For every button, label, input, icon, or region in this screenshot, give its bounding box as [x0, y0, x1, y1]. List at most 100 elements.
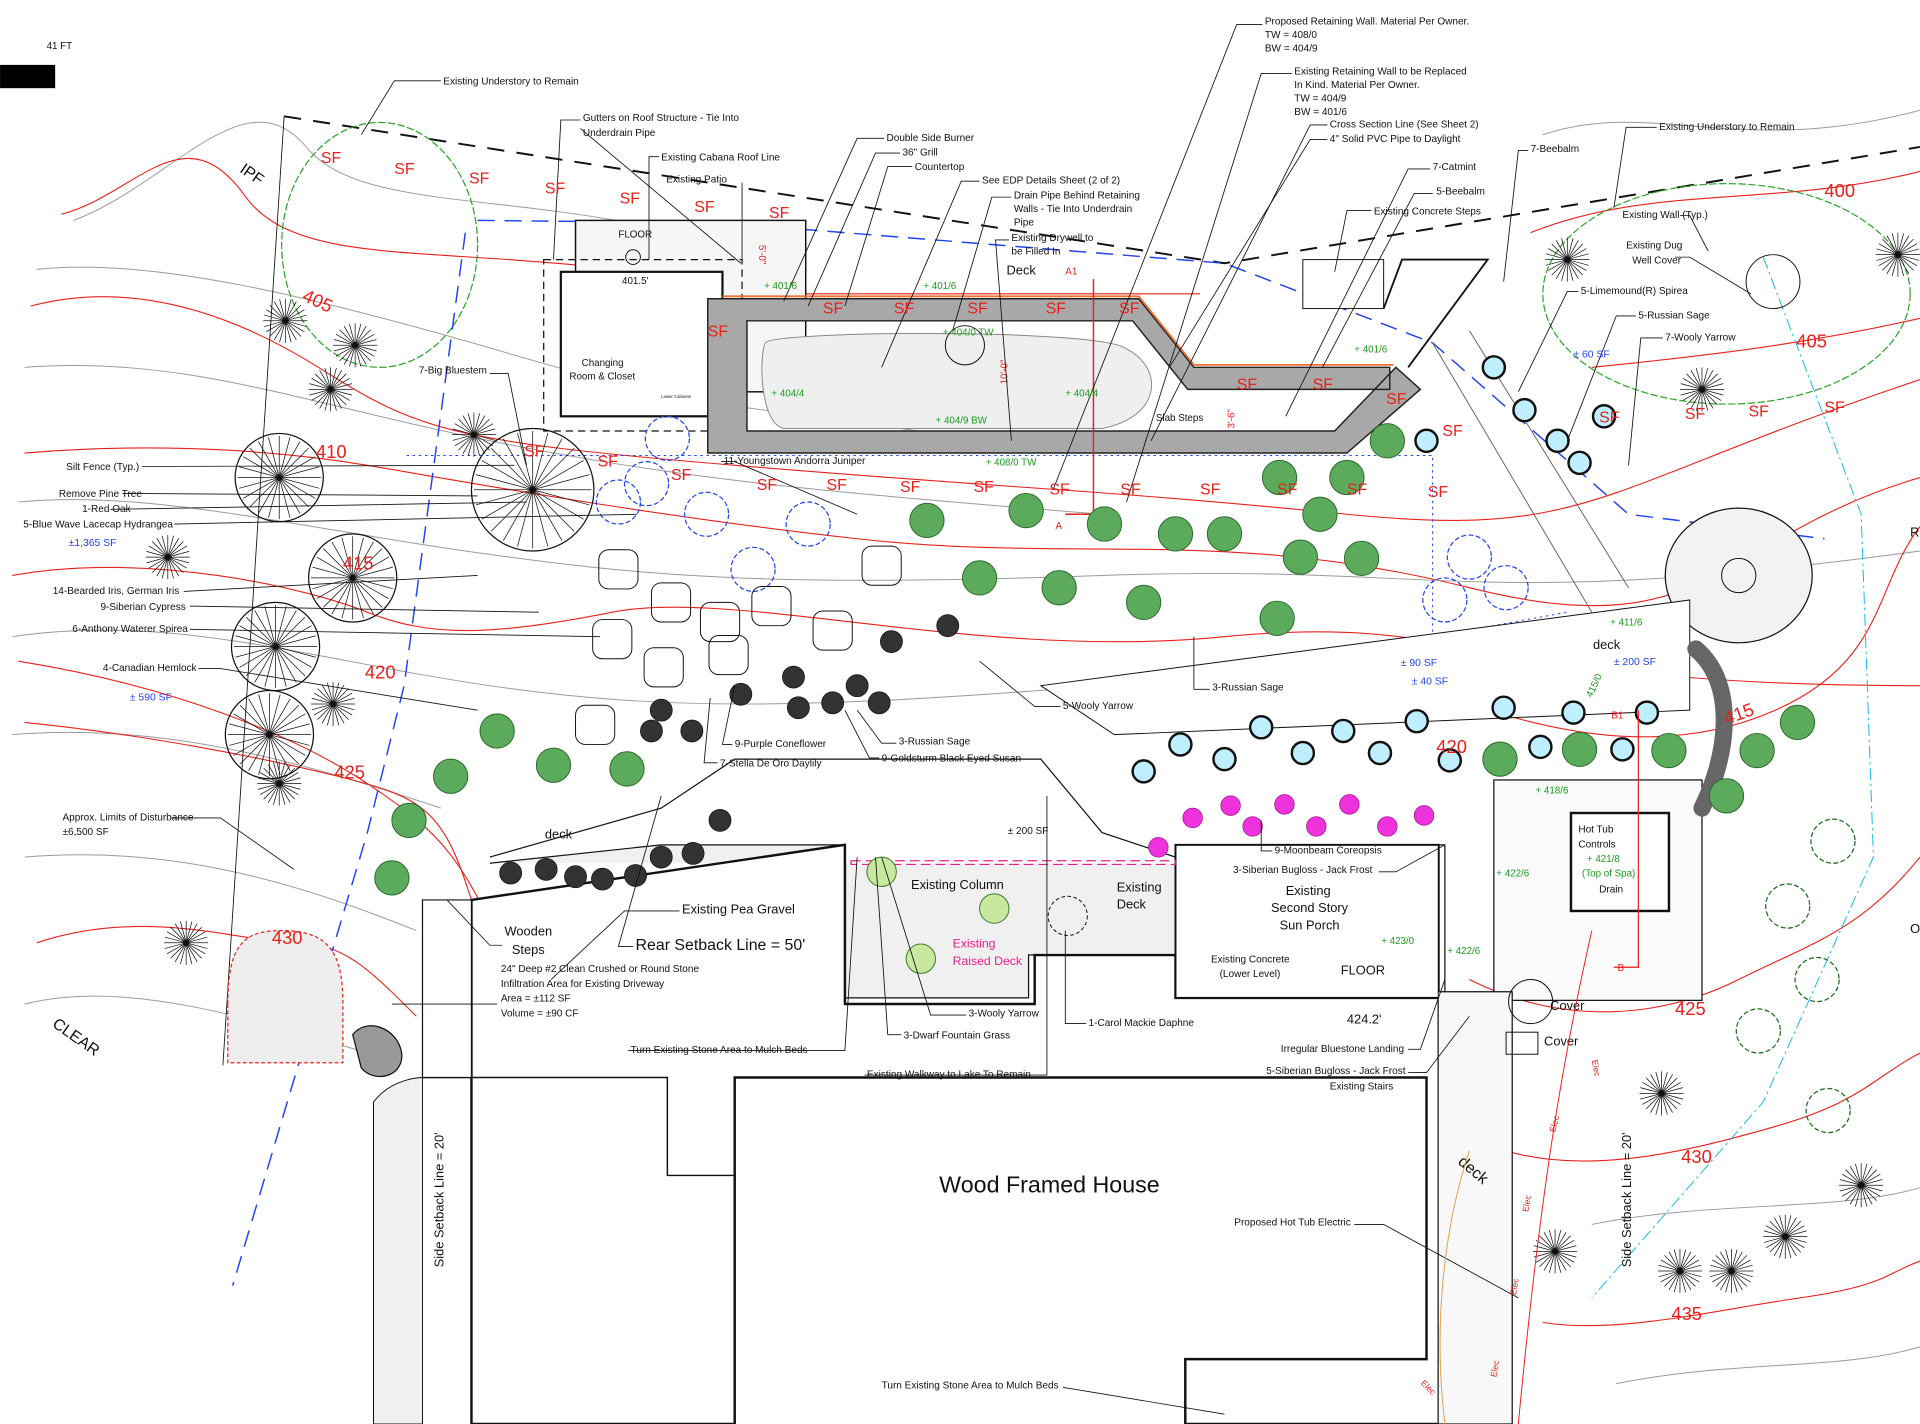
infiltration-note-2: Infiltration Area for Existing Driveway	[501, 979, 664, 990]
perennial-icon	[1404, 708, 1429, 734]
tree-canopy-icon	[311, 536, 395, 620]
area-label: ± 590 SF	[130, 692, 172, 703]
shrub-icon	[1708, 778, 1745, 814]
coneflower-icon	[591, 867, 614, 891]
shrub-icon	[1329, 459, 1365, 496]
ornamental-grass-icon	[1679, 367, 1725, 412]
spot-grade: + 401/6	[1354, 345, 1387, 356]
callout-exist-wall-2: In Kind. Material Per Owner.	[1294, 80, 1419, 91]
callout-prop-wall-1: Proposed Retaining Wall. Material Per Ow…	[1265, 16, 1469, 27]
shrub-icon	[1651, 732, 1687, 769]
cover-label-1: Cover	[1550, 998, 1585, 1013]
sun-porch-label-3: Sun Porch	[1280, 917, 1340, 932]
perennial-icon	[1545, 428, 1570, 454]
callout-prop-wall-2: TW = 408/0	[1265, 30, 1318, 41]
perennial-icon	[1591, 404, 1617, 429]
elec-label: Elec	[1590, 1059, 1603, 1078]
coneflower-icon	[649, 698, 673, 722]
cabana-floor-elevation: 401.5'	[622, 276, 648, 287]
shrub-icon	[1086, 506, 1123, 542]
existing-stairs	[1438, 991, 1513, 1424]
silt-fence-mark: SF	[708, 324, 729, 341]
coneflower-icon	[821, 691, 845, 715]
existing-column-label: Existing Column	[911, 877, 1004, 892]
contour-label-420-east: 420	[1436, 736, 1467, 757]
silt-fence-mark: SF	[1386, 391, 1407, 408]
edge-label-r: R	[1910, 524, 1919, 539]
silt-fence-mark: SF	[900, 479, 921, 496]
callout-wooly-yarrow-7: 7-Wooly Yarrow	[1665, 332, 1736, 343]
spot-grade: + 411/6	[1610, 618, 1643, 629]
shrub-icon	[1779, 704, 1816, 741]
hot-tub-label-1: Hot Tub	[1578, 825, 1614, 836]
daylily-icon	[643, 647, 684, 688]
spot-grade: + 404/4	[771, 389, 804, 400]
callout-bugloss-3: 3-Siberian Bugloss - Jack Frost	[1233, 865, 1373, 876]
coneflower-icon	[708, 808, 732, 832]
hot-tub-label-4: (Top of Spa)	[1582, 869, 1635, 880]
callout-cabana-roof: Existing Cabana Roof Line	[661, 152, 780, 163]
floor-elevation: 424.2'	[1347, 1012, 1382, 1027]
contour-label-405-east: 405	[1796, 331, 1827, 352]
callout-catmint: 7-Catmint	[1433, 162, 1477, 173]
shrub-icon	[1126, 584, 1162, 621]
silt-fence-mark: SF	[769, 205, 790, 222]
shrub-icon	[1282, 539, 1319, 575]
contour-label-420-west: 420	[365, 661, 396, 682]
edge-label-o: O	[1910, 921, 1920, 936]
fountain-grass-icon	[866, 856, 897, 887]
callout-wooly-yarrow-5: 5-Wooly Yarrow	[1063, 701, 1134, 712]
daylily-icon	[751, 586, 792, 627]
coneflower-icon	[680, 719, 704, 743]
callout-grill: 36" Grill	[902, 148, 937, 159]
limit-of-disturbance-west	[231, 232, 467, 1286]
callout-exist-wall-3: TW = 404/9	[1294, 94, 1347, 105]
scale-bar	[0, 64, 56, 89]
shrub-icon	[1041, 570, 1077, 606]
ornamental-grass-icon	[1839, 1163, 1884, 1208]
coreopsis-icon	[1377, 816, 1398, 837]
ornamental-grass-icon	[1709, 1248, 1754, 1293]
coneflower-icon	[640, 719, 663, 743]
spot-grade: + 422/6	[1496, 869, 1529, 880]
daylily-icon	[598, 549, 639, 590]
coreopsis-icon	[1339, 794, 1360, 815]
shrub-icon	[433, 758, 469, 794]
callout-hot-tub-electric: Proposed Hot Tub Electric	[1234, 1218, 1351, 1229]
callout-concrete-steps: Existing Concrete Steps	[1374, 206, 1481, 217]
callout-bluestone: Irregular Bluestone Landing	[1281, 1044, 1404, 1055]
tree-canopy-icon	[224, 689, 315, 780]
hydrangea-icon	[1483, 565, 1529, 611]
callout-coreopsis: 9-Moonbeam Coreopsis	[1275, 845, 1382, 856]
deck-stairs	[1039, 599, 1691, 736]
deck-label-right: deck	[1593, 637, 1621, 652]
callout-russian-sage-5: 5-Russian Sage	[1638, 310, 1710, 321]
callout-anthony-spirea: 6-Anthony Waterer Spirea	[72, 624, 188, 635]
silt-fence-mark: SF	[694, 199, 715, 216]
perennial-icon	[1290, 740, 1316, 766]
ornamental-grass-icon	[308, 367, 353, 412]
perennial-icon	[1168, 732, 1193, 757]
deck-label-top: Deck	[1007, 262, 1037, 277]
hydrangea-icon	[1446, 534, 1493, 580]
hot-tub-label-2: Controls	[1578, 839, 1615, 850]
callout-fountain-grass: 3-Dwarf Fountain Grass	[904, 1030, 1010, 1041]
callout-existing-stairs: Existing Stairs	[1330, 1082, 1394, 1093]
shrub-icon	[1206, 516, 1243, 552]
callout-understory-right: Existing Understory to Remain	[1659, 122, 1794, 133]
section-a1-label: A1	[1065, 266, 1077, 277]
scale-label: 41 FT	[47, 41, 73, 52]
ornamental-grass-icon	[1875, 232, 1920, 277]
shrub-icon	[479, 713, 515, 749]
ornamental-grass-icon	[1657, 1248, 1702, 1293]
callout-edp: See EDP Details Sheet (2 of 2)	[982, 176, 1120, 187]
ornamental-grass-icon	[257, 761, 302, 806]
silt-fence-mark: SF	[894, 300, 915, 317]
silt-fence-mark: SF	[469, 171, 490, 188]
callout-remove-pine: Remove Pine Tree	[59, 489, 142, 500]
silt-fence-mark: SF	[524, 444, 545, 461]
perennial-icon	[1367, 740, 1393, 766]
silt-fence-mark: SF	[823, 300, 844, 317]
infiltration-note-4: Volume = ±90 CF	[501, 1008, 579, 1019]
slab-steps-label: Slab Steps	[1156, 413, 1203, 424]
